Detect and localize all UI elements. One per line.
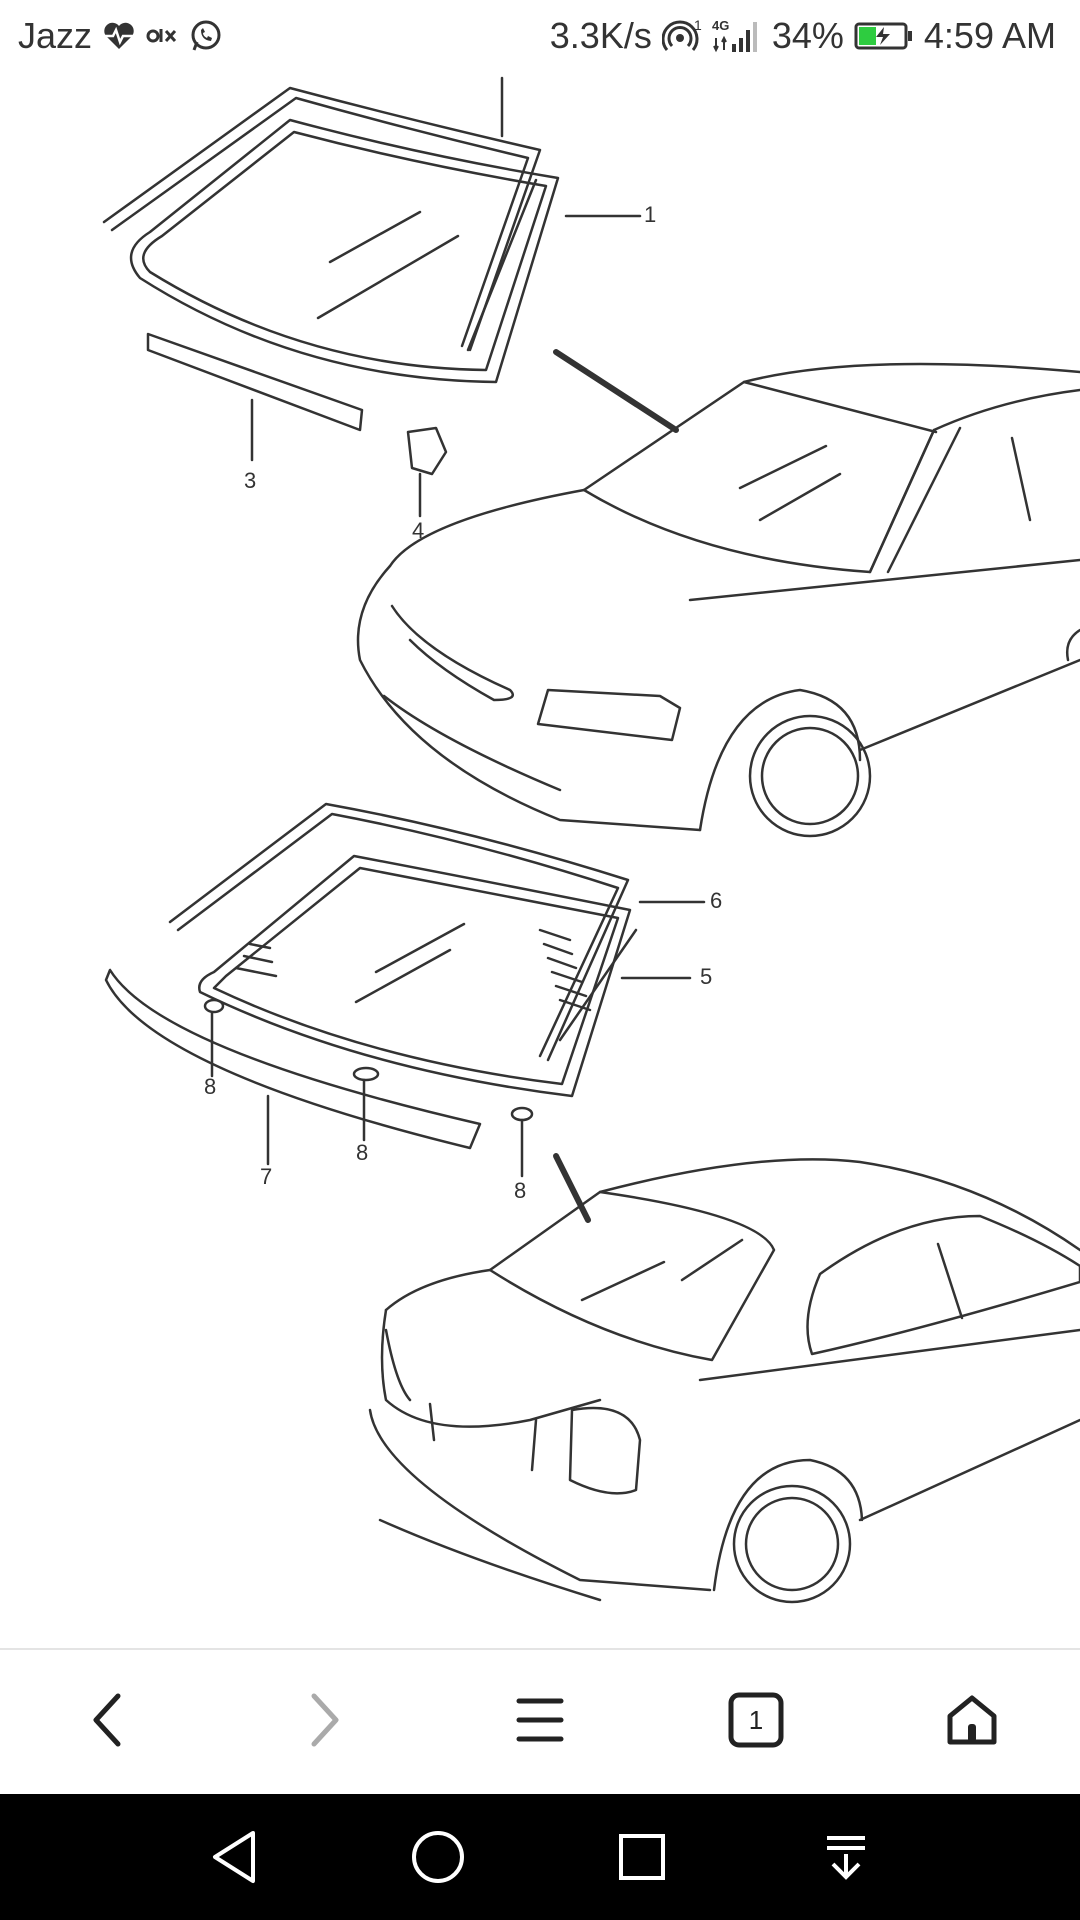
- forward-button[interactable]: [284, 1680, 364, 1760]
- back-icon: [93, 1693, 121, 1747]
- menu-icon: [516, 1698, 564, 1742]
- callout-8c: 8: [514, 1178, 527, 1203]
- nav-back-button[interactable]: [194, 1822, 274, 1892]
- status-bar-left: Jazz: [18, 12, 224, 60]
- rear-lower-molding: [104, 968, 482, 1150]
- hotspot-icon: 1: [661, 18, 702, 54]
- nav-home-icon: [412, 1831, 464, 1883]
- home-button[interactable]: [932, 1680, 1012, 1760]
- clips-part-8: [203, 998, 534, 1178]
- rear-car-outline: [368, 1158, 1080, 1604]
- callout-8b: 8: [356, 1140, 369, 1165]
- battery-percent: 34%: [771, 15, 844, 56]
- back-button[interactable]: [68, 1680, 148, 1760]
- tabs-icon: 1: [728, 1692, 784, 1748]
- clock: 4:59 AM: [923, 15, 1056, 56]
- home-icon: [947, 1695, 997, 1745]
- network-type: 4G: [712, 18, 729, 33]
- callout-4: 4: [412, 518, 425, 543]
- callout-8a: 8: [204, 1074, 217, 1099]
- nav-recents-button[interactable]: [602, 1822, 682, 1892]
- browser-toolbar: 1: [0, 1648, 1080, 1796]
- callout-7: 7: [260, 1164, 273, 1189]
- callout-1: 1: [644, 202, 657, 227]
- callout-3: 3: [244, 468, 257, 493]
- windshield-glass-front: [129, 118, 560, 384]
- tabs-button[interactable]: 1: [716, 1680, 796, 1760]
- nav-notifications-icon: [827, 1836, 865, 1880]
- tab-count: 1: [748, 1704, 764, 1735]
- windshield-weatherstrip-top: [102, 86, 542, 352]
- carrier-name: Jazz: [18, 15, 93, 56]
- olx-icon: [146, 24, 178, 48]
- heart-pulse-icon: [102, 21, 136, 51]
- clip-part-4: [406, 426, 448, 518]
- front-car-outline: [356, 362, 1080, 838]
- callout-5: 5: [700, 964, 713, 989]
- nav-recents-icon: [619, 1834, 665, 1880]
- system-navigation-bar: [0, 1794, 1080, 1920]
- status-bar-right: 3.3K/s 1 4G 34% 4:59 AM: [550, 12, 1056, 60]
- menu-button[interactable]: [500, 1680, 580, 1760]
- rear-weatherstrip: [168, 802, 630, 1062]
- rear-glass: [198, 854, 638, 1098]
- nav-notifications-button[interactable]: [806, 1822, 886, 1892]
- nav-home-button[interactable]: [398, 1822, 478, 1892]
- parts-diagram: [102, 76, 1080, 1604]
- sim-label: 1: [694, 18, 702, 33]
- whatsapp-icon: [188, 18, 224, 54]
- forward-icon: [311, 1693, 339, 1747]
- callout-6: 6: [710, 888, 723, 913]
- status-bar: Jazz 3.3K/s 1 4G 34% 4:59 AM: [0, 0, 1080, 72]
- lower-molding-front: [146, 332, 364, 432]
- net-speed: 3.3K/s: [549, 15, 652, 56]
- page-content: 1 3 4 6 5 8 8 7 8: [0, 72, 1080, 1648]
- nav-back-icon: [213, 1831, 255, 1883]
- signal-icon: 4G: [712, 16, 762, 56]
- battery-charging-icon: [854, 21, 914, 51]
